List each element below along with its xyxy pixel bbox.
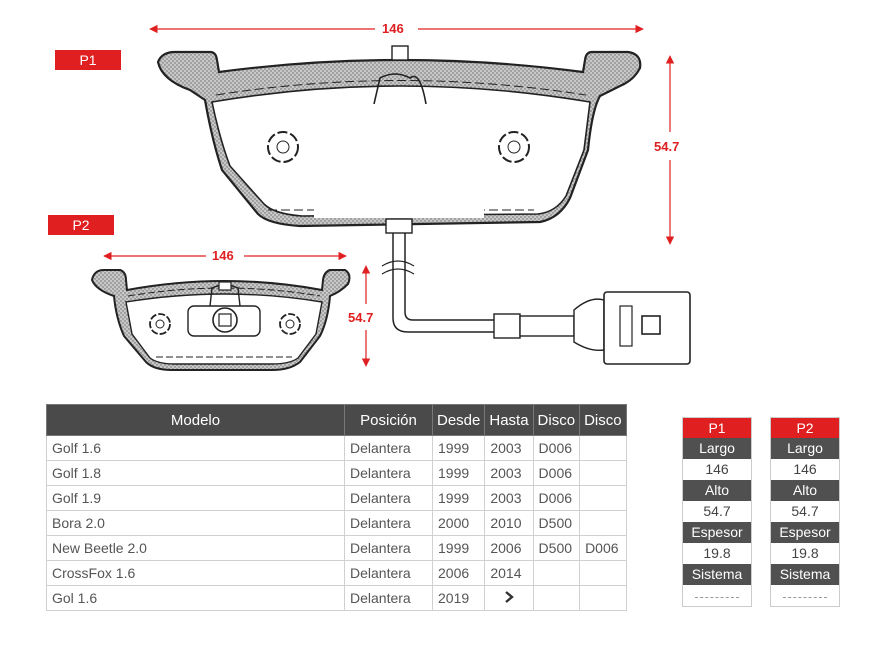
cell-desde: 1999 bbox=[431, 485, 486, 511]
cell-modelo: New Beetle 2.0 bbox=[46, 535, 345, 561]
p2-tag: P2 bbox=[48, 215, 114, 235]
table-row: New Beetle 2.0 Delantera 1999 2006 D500 … bbox=[46, 535, 627, 561]
cell-disco: D006 bbox=[532, 435, 581, 461]
p1-tag: P1 bbox=[55, 50, 121, 70]
cell-disco-2 bbox=[579, 460, 627, 486]
p1-width-label: 146 bbox=[382, 21, 404, 36]
cell-hasta: 2003 bbox=[484, 460, 534, 486]
sistema-label: Sistema bbox=[771, 564, 839, 585]
alto-label: Alto bbox=[683, 480, 751, 501]
sistema-value bbox=[683, 585, 751, 606]
alto-value: 54.7 bbox=[683, 501, 751, 522]
cell-disco-2 bbox=[579, 560, 627, 586]
espesor-label: Espesor bbox=[771, 522, 839, 543]
largo-value: 146 bbox=[683, 459, 751, 480]
cell-modelo: CrossFox 1.6 bbox=[46, 560, 345, 586]
table-row: Gol 1.6 Delantera 2019 bbox=[46, 585, 627, 611]
espesor-label: Espesor bbox=[683, 522, 751, 543]
p2-width-label: 146 bbox=[212, 248, 234, 263]
header-posicion: Posición bbox=[344, 404, 433, 436]
cell-disco-2 bbox=[579, 485, 627, 511]
espesor-value: 19.8 bbox=[683, 543, 751, 564]
cell-desde: 2000 bbox=[431, 510, 486, 536]
cell-hasta[interactable] bbox=[484, 585, 534, 611]
alto-value: 54.7 bbox=[771, 501, 839, 522]
header-hasta: Hasta bbox=[484, 404, 534, 436]
cell-disco: D500 bbox=[532, 535, 581, 561]
table-row: Golf 1.6 Delantera 1999 2003 D006 bbox=[46, 435, 627, 461]
cell-hasta: 2010 bbox=[484, 510, 534, 536]
cell-hasta: 2003 bbox=[484, 485, 534, 511]
p2-height-label: 54.7 bbox=[348, 310, 374, 325]
cell-posicion: Delantera bbox=[344, 435, 433, 461]
cell-disco: D500 bbox=[532, 510, 581, 536]
cell-desde: 2019 bbox=[431, 585, 486, 611]
cell-posicion: Delantera bbox=[344, 510, 433, 536]
cell-disco-2 bbox=[579, 510, 627, 536]
cell-modelo: Golf 1.6 bbox=[46, 435, 345, 461]
sistema-value bbox=[771, 585, 839, 606]
cell-posicion: Delantera bbox=[344, 585, 433, 611]
cell-modelo: Gol 1.6 bbox=[46, 585, 345, 611]
cell-posicion: Delantera bbox=[344, 535, 433, 561]
spec-card-title: P2 bbox=[771, 418, 839, 438]
cell-disco bbox=[532, 560, 581, 586]
cell-disco bbox=[532, 585, 581, 611]
header-disco: Disco bbox=[532, 404, 581, 436]
table-row: Golf 1.9 Delantera 1999 2003 D006 bbox=[46, 485, 627, 511]
cell-modelo: Golf 1.8 bbox=[46, 460, 345, 486]
espesor-value: 19.8 bbox=[771, 543, 839, 564]
cell-desde: 2006 bbox=[431, 560, 486, 586]
table-row: Bora 2.0 Delantera 2000 2010 D500 bbox=[46, 510, 627, 536]
spec-card-p2: P2 Largo 146 Alto 54.7 Espesor 19.8 Sist… bbox=[770, 417, 840, 607]
table-row: Golf 1.8 Delantera 1999 2003 D006 bbox=[46, 460, 627, 486]
largo-value: 146 bbox=[771, 459, 839, 480]
cell-desde: 1999 bbox=[431, 435, 486, 461]
header-desde: Desde bbox=[431, 404, 486, 436]
largo-label: Largo bbox=[771, 438, 839, 459]
applications-table: Modelo Posición Desde Hasta Disco Disco … bbox=[46, 404, 627, 611]
cell-disco: D006 bbox=[532, 485, 581, 511]
alto-label: Alto bbox=[771, 480, 839, 501]
spec-card-title: P1 bbox=[683, 418, 751, 438]
table-row: CrossFox 1.6 Delantera 2006 2014 bbox=[46, 560, 627, 586]
header-disco-2: Disco bbox=[579, 404, 627, 436]
cell-posicion: Delantera bbox=[344, 460, 433, 486]
cell-disco: D006 bbox=[532, 460, 581, 486]
table-header-row: Modelo Posición Desde Hasta Disco Disco bbox=[46, 404, 627, 436]
sistema-label: Sistema bbox=[683, 564, 751, 585]
largo-label: Largo bbox=[683, 438, 751, 459]
cell-disco-2 bbox=[579, 585, 627, 611]
cell-hasta: 2003 bbox=[484, 435, 534, 461]
cell-hasta: 2006 bbox=[484, 535, 534, 561]
cell-disco-2: D006 bbox=[579, 535, 627, 561]
cell-desde: 1999 bbox=[431, 535, 486, 561]
brake-pad-drawing bbox=[90, 24, 691, 371]
header-modelo: Modelo bbox=[46, 404, 345, 436]
p1-height-label: 54.7 bbox=[654, 139, 680, 154]
cell-modelo: Golf 1.9 bbox=[46, 485, 345, 511]
cell-posicion: Delantera bbox=[344, 560, 433, 586]
cell-disco-2 bbox=[579, 435, 627, 461]
cell-hasta: 2014 bbox=[484, 560, 534, 586]
cell-posicion: Delantera bbox=[344, 485, 433, 511]
cell-desde: 1999 bbox=[431, 460, 486, 486]
spec-card-p1: P1 Largo 146 Alto 54.7 Espesor 19.8 Sist… bbox=[682, 417, 752, 607]
cell-modelo: Bora 2.0 bbox=[46, 510, 345, 536]
chevron-right-icon[interactable] bbox=[504, 590, 514, 606]
